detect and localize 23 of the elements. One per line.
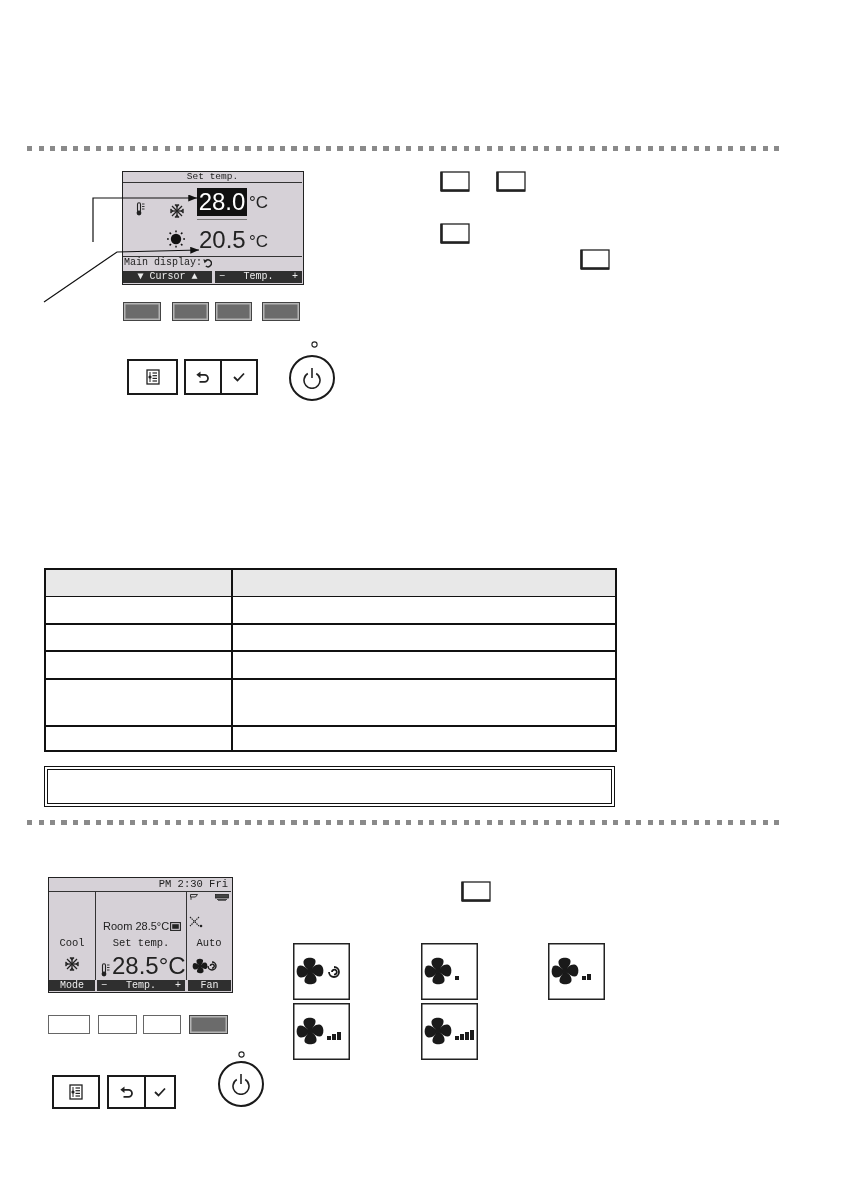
temperature-value: 20.5 [199,228,246,252]
soft-key-label: − Temp. + [97,980,185,991]
screen-title: Set temp. [185,172,240,182]
unit-label: °C [249,233,269,250]
note-box [44,766,615,807]
lcd-screen [48,877,233,993]
soft-key-label: ▼ Cursor ▲ [123,271,212,283]
temperature-value: 28.5°C [112,954,186,978]
room-temperature: Room 28.5°C [103,921,170,932]
unit-label: °C [249,194,269,211]
temperature-readout [197,188,269,216]
leader-arrow [43,246,200,303]
temperature-value: 28.0 [197,188,247,216]
soft-key-label: − Temp. + [215,271,302,283]
lcd-screen [122,171,304,285]
mode-text: Cool [58,938,86,949]
soft-key-label: Fan [188,980,231,991]
screen-hint: Main display: [124,258,202,268]
leader-arrow [92,194,198,243]
fan-speed-text: Auto [195,938,223,949]
clock-text: PM 2:30 Fri [157,878,229,891]
soft-key-label: Mode [49,980,95,991]
screen-label: Set temp. [111,938,171,949]
